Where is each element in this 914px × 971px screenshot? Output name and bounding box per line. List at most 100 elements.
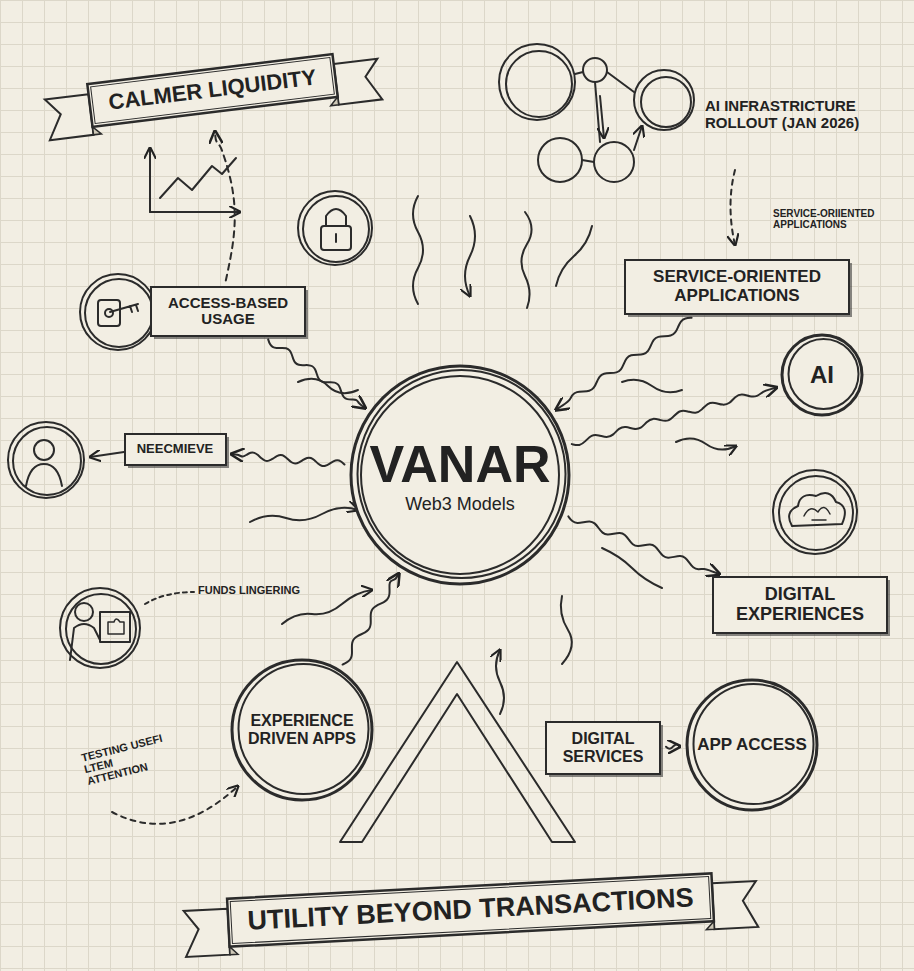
wavy-ray <box>561 596 572 664</box>
network-circle <box>506 51 572 117</box>
icon-ring <box>85 279 153 347</box>
topic-circle: APP ACCESS <box>685 678 819 812</box>
circle-ring <box>782 335 862 415</box>
wavy-connector <box>568 516 719 574</box>
banner-band <box>230 876 711 943</box>
central-circle: VANARWeb3 Models <box>349 364 571 586</box>
icon-ring <box>303 196 369 262</box>
wavy-connector <box>666 745 680 749</box>
node-heading: DIGITAL EXPERIENCES <box>725 585 875 625</box>
puzzle-board <box>100 612 130 642</box>
note-label: TESTING USEFI LTEM ATTENTION <box>80 730 176 787</box>
title-banner: CALMER LIQUIDITY <box>87 54 337 127</box>
wavy-connector <box>268 339 365 408</box>
network-circle <box>583 58 607 82</box>
banner-band <box>90 57 334 123</box>
circle-ring <box>361 376 559 574</box>
chart-line <box>160 158 236 198</box>
key-symbol <box>110 304 138 312</box>
cloud-symbol <box>789 493 845 526</box>
wavy-ray <box>496 650 504 714</box>
network-link <box>575 72 634 162</box>
banner-tail <box>711 881 757 929</box>
network-circle <box>499 44 575 120</box>
icon-ring <box>80 274 156 350</box>
node-subtitle: Web3 Models <box>405 495 515 515</box>
leader-line <box>145 592 194 604</box>
wavy-connector <box>556 318 692 410</box>
key-symbol <box>105 309 113 317</box>
circle-ring <box>351 366 569 584</box>
node-heading: DIGITAL SERVICES <box>558 730 648 765</box>
person-body <box>26 464 62 486</box>
circle-ring <box>358 370 566 578</box>
process-box: SERVICE-ORIENTED APPLICATIONS <box>624 259 850 315</box>
icon-ring <box>8 422 84 498</box>
wavy-ray <box>676 438 736 449</box>
footer-banner: UTILITY BEYOND TRANSACTIONS <box>227 873 714 946</box>
node-heading: SERVICE-ORIENTED APPLICATIONS <box>637 268 837 305</box>
icon-ring <box>773 470 857 554</box>
circle-ring <box>687 680 817 810</box>
brain-symbol <box>804 507 830 520</box>
network-circle <box>594 142 634 182</box>
lock-shackle <box>326 209 346 242</box>
wavy-ray <box>298 379 358 393</box>
person-head <box>75 603 93 621</box>
icon-ring <box>60 588 140 668</box>
banner-band <box>227 873 714 946</box>
banner-tail <box>44 94 93 140</box>
network-circle <box>641 77 691 127</box>
banner-tail <box>333 58 382 104</box>
network-arrow <box>600 96 604 138</box>
process-box: DIGITAL EXPERIENCES <box>712 576 888 634</box>
node-heading: NEECMIEVE <box>137 442 214 456</box>
node-heading: EXPERIENCE DRIVEN APPS <box>245 712 360 747</box>
wavy-ray <box>465 216 475 296</box>
node-heading: AI <box>810 362 834 388</box>
note-label: SERVICE-ORIIENTED APPLICATIONS <box>773 208 903 230</box>
banner-band <box>87 54 337 127</box>
circle-ring <box>789 339 859 409</box>
wavy-ray <box>622 380 682 393</box>
process-box: ACCESS-BASED USAGE <box>150 286 306 337</box>
process-box: NEECMIEVE <box>124 433 227 466</box>
topic-circle: EXPERIENCE DRIVEN APPS <box>230 658 374 802</box>
circle-ring <box>239 664 369 794</box>
note-label: FUNDS LINGERING <box>198 584 318 596</box>
key-card <box>98 300 120 326</box>
icon-ring <box>13 427 81 495</box>
network-circle <box>538 138 582 182</box>
person-head <box>34 440 54 460</box>
icon-ring <box>66 594 136 664</box>
wavy-ray <box>556 226 592 286</box>
banner-tail <box>183 909 229 957</box>
chart-axis-arrow <box>149 148 151 212</box>
circle-ring <box>694 684 814 804</box>
chart-axes <box>150 148 240 212</box>
dashed-arrow <box>731 170 736 245</box>
wavy-connector <box>572 388 777 446</box>
wavy-ray <box>250 508 358 522</box>
puzzle-piece <box>108 619 124 634</box>
wavy-ray <box>413 196 423 304</box>
dashed-arrow <box>112 786 238 824</box>
person-body <box>70 624 100 660</box>
pointer-arrow <box>90 452 124 457</box>
node-heading: VANAR <box>369 436 550 493</box>
circle-ring <box>232 660 372 800</box>
network-arrow <box>634 126 642 150</box>
topic-circle: AI <box>780 333 864 417</box>
chevron-shape <box>340 662 575 842</box>
wavy-connector <box>231 453 344 467</box>
process-box: DIGITAL SERVICES <box>545 721 661 775</box>
dashed-connector <box>215 131 235 280</box>
note-label: AI INFRASTRICTURE ROLLOUT (JAN 2026) <box>705 98 880 131</box>
network-circle <box>634 70 694 130</box>
wavy-ray <box>602 548 662 588</box>
node-heading: ACCESS-BASED USAGE <box>163 295 293 328</box>
wavy-ray <box>521 212 531 308</box>
node-heading: APP ACCESS <box>697 736 807 755</box>
